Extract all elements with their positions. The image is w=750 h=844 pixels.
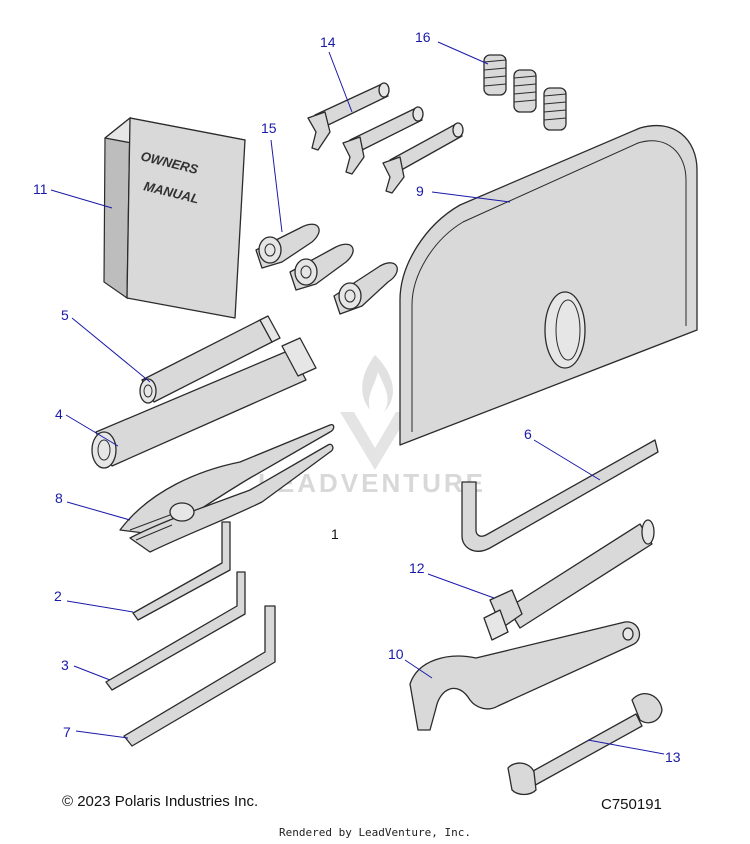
part-torx-key[interactable] xyxy=(123,605,276,747)
callout-16[interactable]: 16 xyxy=(415,29,431,45)
wing-nut-2 xyxy=(289,243,354,291)
diagram-code: C750191 xyxy=(601,796,662,813)
part-allen-wrench[interactable] xyxy=(461,439,659,552)
pin-3 xyxy=(382,122,464,194)
spring-2 xyxy=(513,69,537,113)
callout-10[interactable]: 10 xyxy=(388,646,404,662)
wing-nut-3 xyxy=(333,262,398,315)
leadventure-watermark: LEADVENTURE xyxy=(258,355,483,498)
callout-2[interactable]: 2 xyxy=(54,588,62,604)
part-spanner-wrench[interactable] xyxy=(409,621,641,731)
part-springs[interactable] xyxy=(483,54,567,131)
callout-13[interactable]: 13 xyxy=(665,749,681,765)
part-owners-manual[interactable]: OWNERS MANUAL xyxy=(103,116,246,319)
callout-3[interactable]: 3 xyxy=(61,657,69,673)
copyright-notice: © 2023 Polaris Industries Inc. xyxy=(62,793,259,810)
callout-1[interactable]: 1 xyxy=(331,526,339,542)
part-plug-wrench[interactable] xyxy=(483,519,655,641)
pin-2 xyxy=(342,106,424,175)
part-pins[interactable] xyxy=(307,82,464,194)
part-hex-key-medium[interactable] xyxy=(105,571,246,691)
spring-1 xyxy=(483,54,507,96)
leader-lines xyxy=(50,41,665,755)
callout-14[interactable]: 14 xyxy=(320,34,336,50)
callout-7[interactable]: 7 xyxy=(63,724,71,740)
callout-6[interactable]: 6 xyxy=(524,426,532,442)
watermark-flame-icon xyxy=(362,355,393,412)
callout-15[interactable]: 15 xyxy=(261,120,277,136)
spring-3 xyxy=(543,87,567,131)
pin-1 xyxy=(307,82,390,151)
part-tool-pouch[interactable] xyxy=(399,124,698,446)
watermark-v-icon xyxy=(340,412,410,470)
callout-11[interactable]: 11 xyxy=(33,181,48,197)
wing-nut-1 xyxy=(255,223,320,269)
part-wing-nuts[interactable] xyxy=(255,223,398,315)
callout-5[interactable]: 5 xyxy=(61,307,69,323)
callout-9[interactable]: 9 xyxy=(416,183,424,199)
part-extension-bar[interactable] xyxy=(139,315,281,404)
callouts: 11 14 16 15 9 5 4 8 6 1 12 2 10 3 7 13 xyxy=(33,29,681,765)
part-pliers[interactable] xyxy=(119,424,335,553)
part-hex-key-small[interactable] xyxy=(132,521,231,621)
callout-8[interactable]: 8 xyxy=(55,490,63,506)
part-combo-wrench[interactable] xyxy=(507,693,663,796)
callout-12[interactable]: 12 xyxy=(409,560,425,576)
callout-4[interactable]: 4 xyxy=(55,406,63,422)
rendered-by-credit: Rendered by LeadVenture, Inc. xyxy=(278,826,472,839)
